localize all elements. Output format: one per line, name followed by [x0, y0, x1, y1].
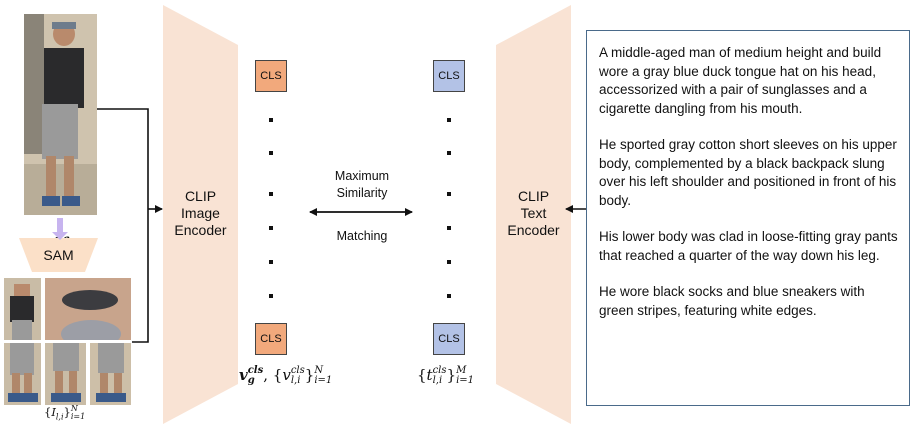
description-paragraph: He sported gray cotton short sleeves on …: [599, 137, 897, 208]
clip-text-encoder: [496, 5, 571, 424]
text-token-dot: [447, 260, 451, 264]
matching-label: Matching: [336, 229, 388, 243]
person-full-image: [24, 14, 97, 215]
text-cls-token-bottom: CLS: [433, 323, 465, 355]
lower-body-crop-right: [90, 343, 131, 405]
image-token-dot: [269, 151, 273, 155]
text-cls-token-top: CLS: [433, 60, 465, 92]
image-token-dot: [269, 226, 273, 230]
sam-module: SAM: [19, 238, 98, 272]
text-token-dot: [447, 294, 451, 298]
image-token-dot: [269, 192, 273, 196]
image-token-dot: [269, 260, 273, 264]
image-token-dot: [269, 118, 273, 122]
description-paragraph: His lower body was clad in loose-fitting…: [599, 229, 898, 263]
text-token-dot: [447, 192, 451, 196]
text-token-dot: [447, 151, 451, 155]
image-cls-token-top: CLS: [255, 60, 287, 92]
text-token-dot: [447, 226, 451, 230]
face-crop-image: [45, 278, 131, 340]
image-token-dot: [269, 294, 273, 298]
text-description-box: A middle-aged man of medium height and b…: [586, 30, 910, 406]
text-token-dot: [447, 118, 451, 122]
clip-text-encoder-label: CLIP Text Encoder: [507, 188, 560, 238]
lower-body-crop-middle: [45, 343, 86, 405]
clip-image-encoder: [163, 5, 238, 424]
image-cls-token-bottom: CLS: [255, 323, 287, 355]
person-part-image: [4, 278, 41, 340]
clip-image-encoder-label: CLIP Image Encoder: [174, 188, 227, 238]
description-paragraph: He wore black socks and blue sneakers wi…: [599, 284, 865, 318]
sam-label: SAM: [43, 247, 74, 263]
max-similarity-label: Maximum Similarity: [334, 169, 390, 200]
description-paragraph: A middle-aged man of medium height and b…: [599, 45, 882, 116]
lower-body-crop-left: [4, 343, 41, 405]
